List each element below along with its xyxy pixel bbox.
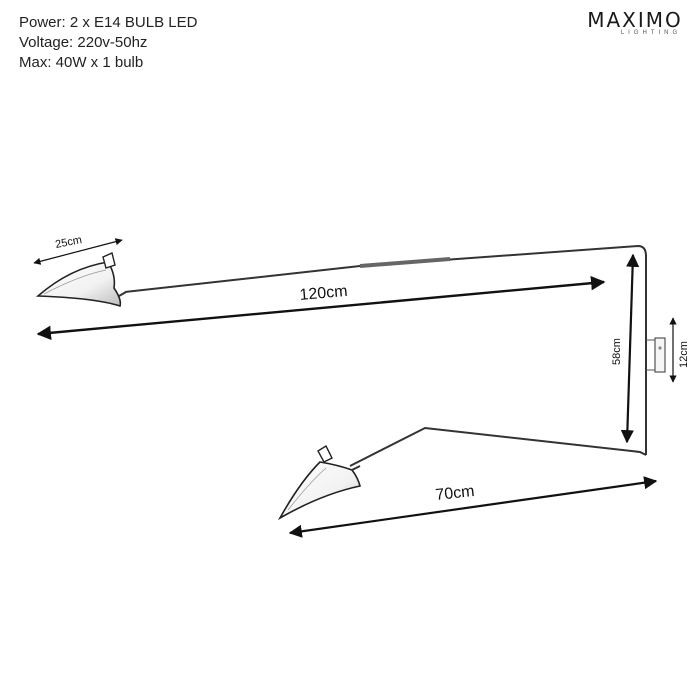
label-base-plate: 12cm xyxy=(678,341,690,368)
lower-shade-icon xyxy=(277,444,361,521)
upper-shade-icon xyxy=(35,252,127,308)
dimension-upper-arm: 120cm xyxy=(36,276,606,340)
dimension-lower-arm: 70cm xyxy=(288,476,658,538)
dimension-base-plate: 12cm xyxy=(669,317,690,383)
logo-subtitle: LIGHTING xyxy=(620,30,682,36)
label-upper-arm: 120cm xyxy=(299,283,348,304)
lower-arm xyxy=(349,426,647,467)
brand-logo: MAXIMO LIGHTING xyxy=(586,8,684,36)
label-shade-width: 25cm xyxy=(54,234,83,251)
spec-voltage: Voltage: 220v-50hz xyxy=(19,34,148,51)
spec-power: Power: 2 x E14 BULB LED xyxy=(19,14,198,31)
label-lower-arm: 70cm xyxy=(435,483,476,504)
label-height: 58cm xyxy=(611,338,623,365)
dimension-shade-width: 25cm xyxy=(33,234,123,265)
logo-name: MAXIMO xyxy=(587,8,683,32)
dimension-height: 58cm xyxy=(611,253,640,444)
upper-arm xyxy=(124,244,647,293)
lamp-mast xyxy=(645,256,666,455)
spec-max: Max: 40W x 1 bulb xyxy=(19,54,144,71)
specs-block: Power: 2 x E14 BULB LED Voltage: 220v-50… xyxy=(19,13,197,73)
